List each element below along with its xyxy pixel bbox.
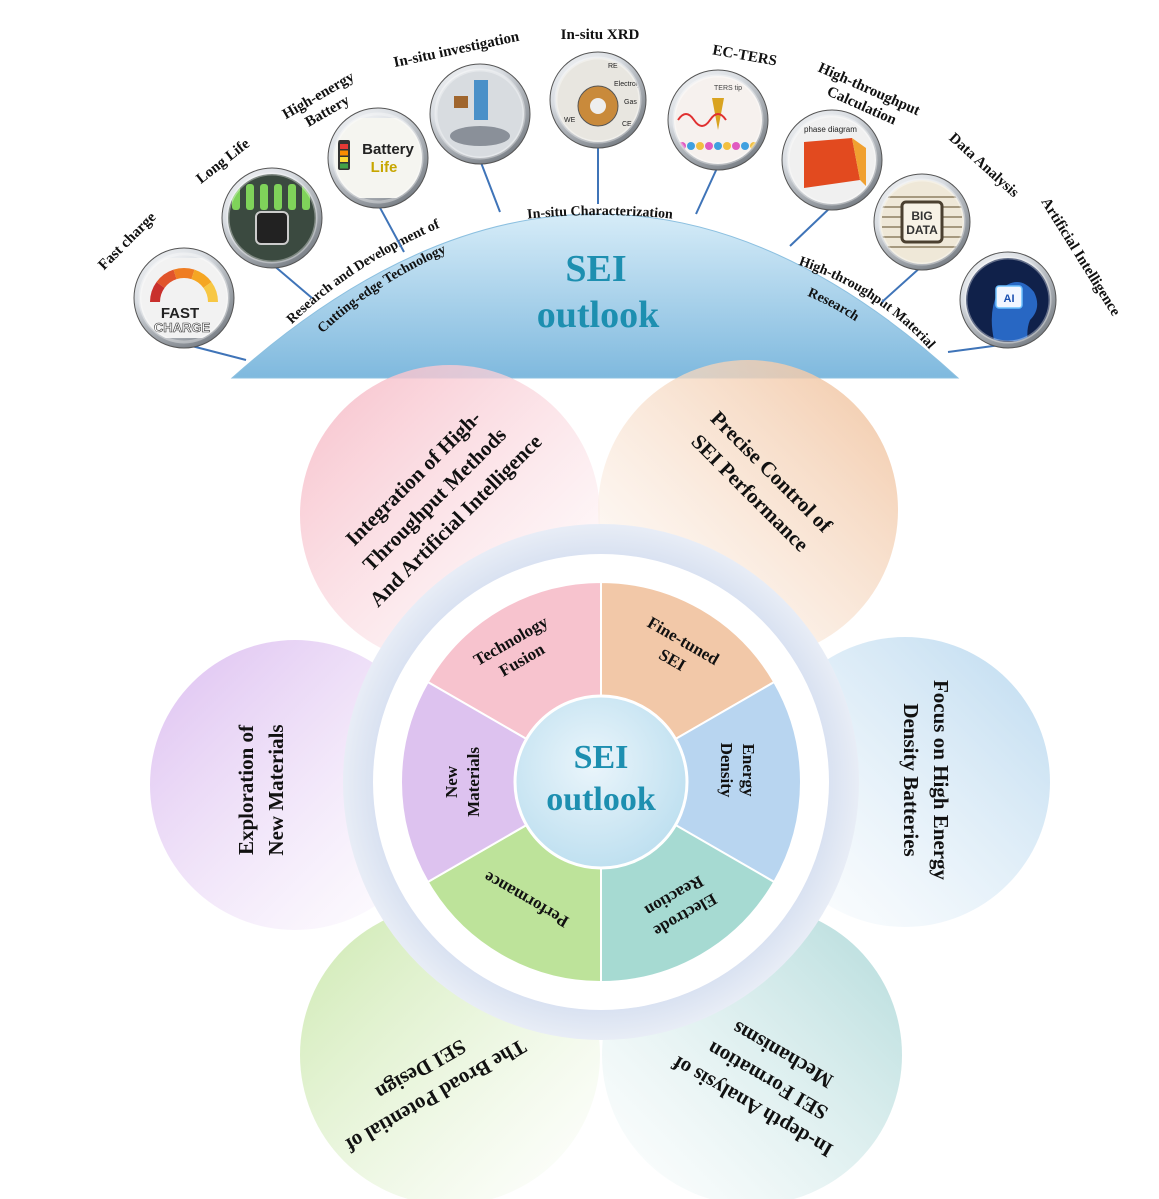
connector-line [695,165,719,215]
long-life-icon [221,167,323,269]
svg-text:phase diagram: phase diagram [804,125,857,134]
arc-title-sei: SEI [565,248,626,290]
segment-3: EnergyDensity [599,680,802,884]
segment-wedge [599,680,802,884]
svg-text:FAST: FAST [161,305,199,322]
arc-title-outlook: outlook [537,294,660,336]
svg-text:BIG: BIG [911,209,932,223]
svg-text:DATA: DATA [906,223,938,237]
svg-text:Electrolyte: Electrolyte [614,81,647,88]
petal-4: In-depth Analysis ofSEI FormationMechani… [602,905,902,1199]
segment-wedge [400,680,603,884]
connector-line [377,203,405,253]
connector-line [881,265,923,303]
connector-line [479,159,501,213]
svg-text:CHARGE: CHARGE [154,320,211,335]
svg-text:AI: AI [1004,293,1015,305]
ec-ters-icon: TERS tip [667,69,769,171]
svg-text:CE: CE [622,121,632,128]
connector-line [271,263,313,299]
center-title-sei: SEI [574,739,629,776]
top-item-label: In-situ investigation [392,29,521,71]
connector-line [789,205,833,247]
top-item-label: EC-TERS [711,42,778,69]
ai-head-icon: AI [959,251,1057,349]
center-hub [513,694,689,870]
svg-text:WE: WE [564,117,576,124]
segment-text: EnergyDensity [717,743,758,798]
top-item-6: TERS tip EC-TERS [667,42,778,215]
svg-text:Life: Life [371,159,398,176]
arc-center-band: In-situ Characterization [526,204,673,223]
petal-text: Focus on High EnergyDensity Batteries [899,680,953,881]
svg-text:RE: RE [608,63,618,70]
top-arc-band: SEI outlook Research and Development of … [230,204,960,379]
in-situ-cell-icon [429,63,531,165]
center-title-outlook: outlook [546,781,656,818]
top-item-label: In-situ XRD [561,27,640,43]
phase-diagram-icon: phase diagram [781,109,883,211]
svg-text:Battery: Battery [362,141,414,158]
svg-text:TERS tip: TERS tip [714,85,742,92]
svg-text:Gas: Gas [624,99,637,106]
